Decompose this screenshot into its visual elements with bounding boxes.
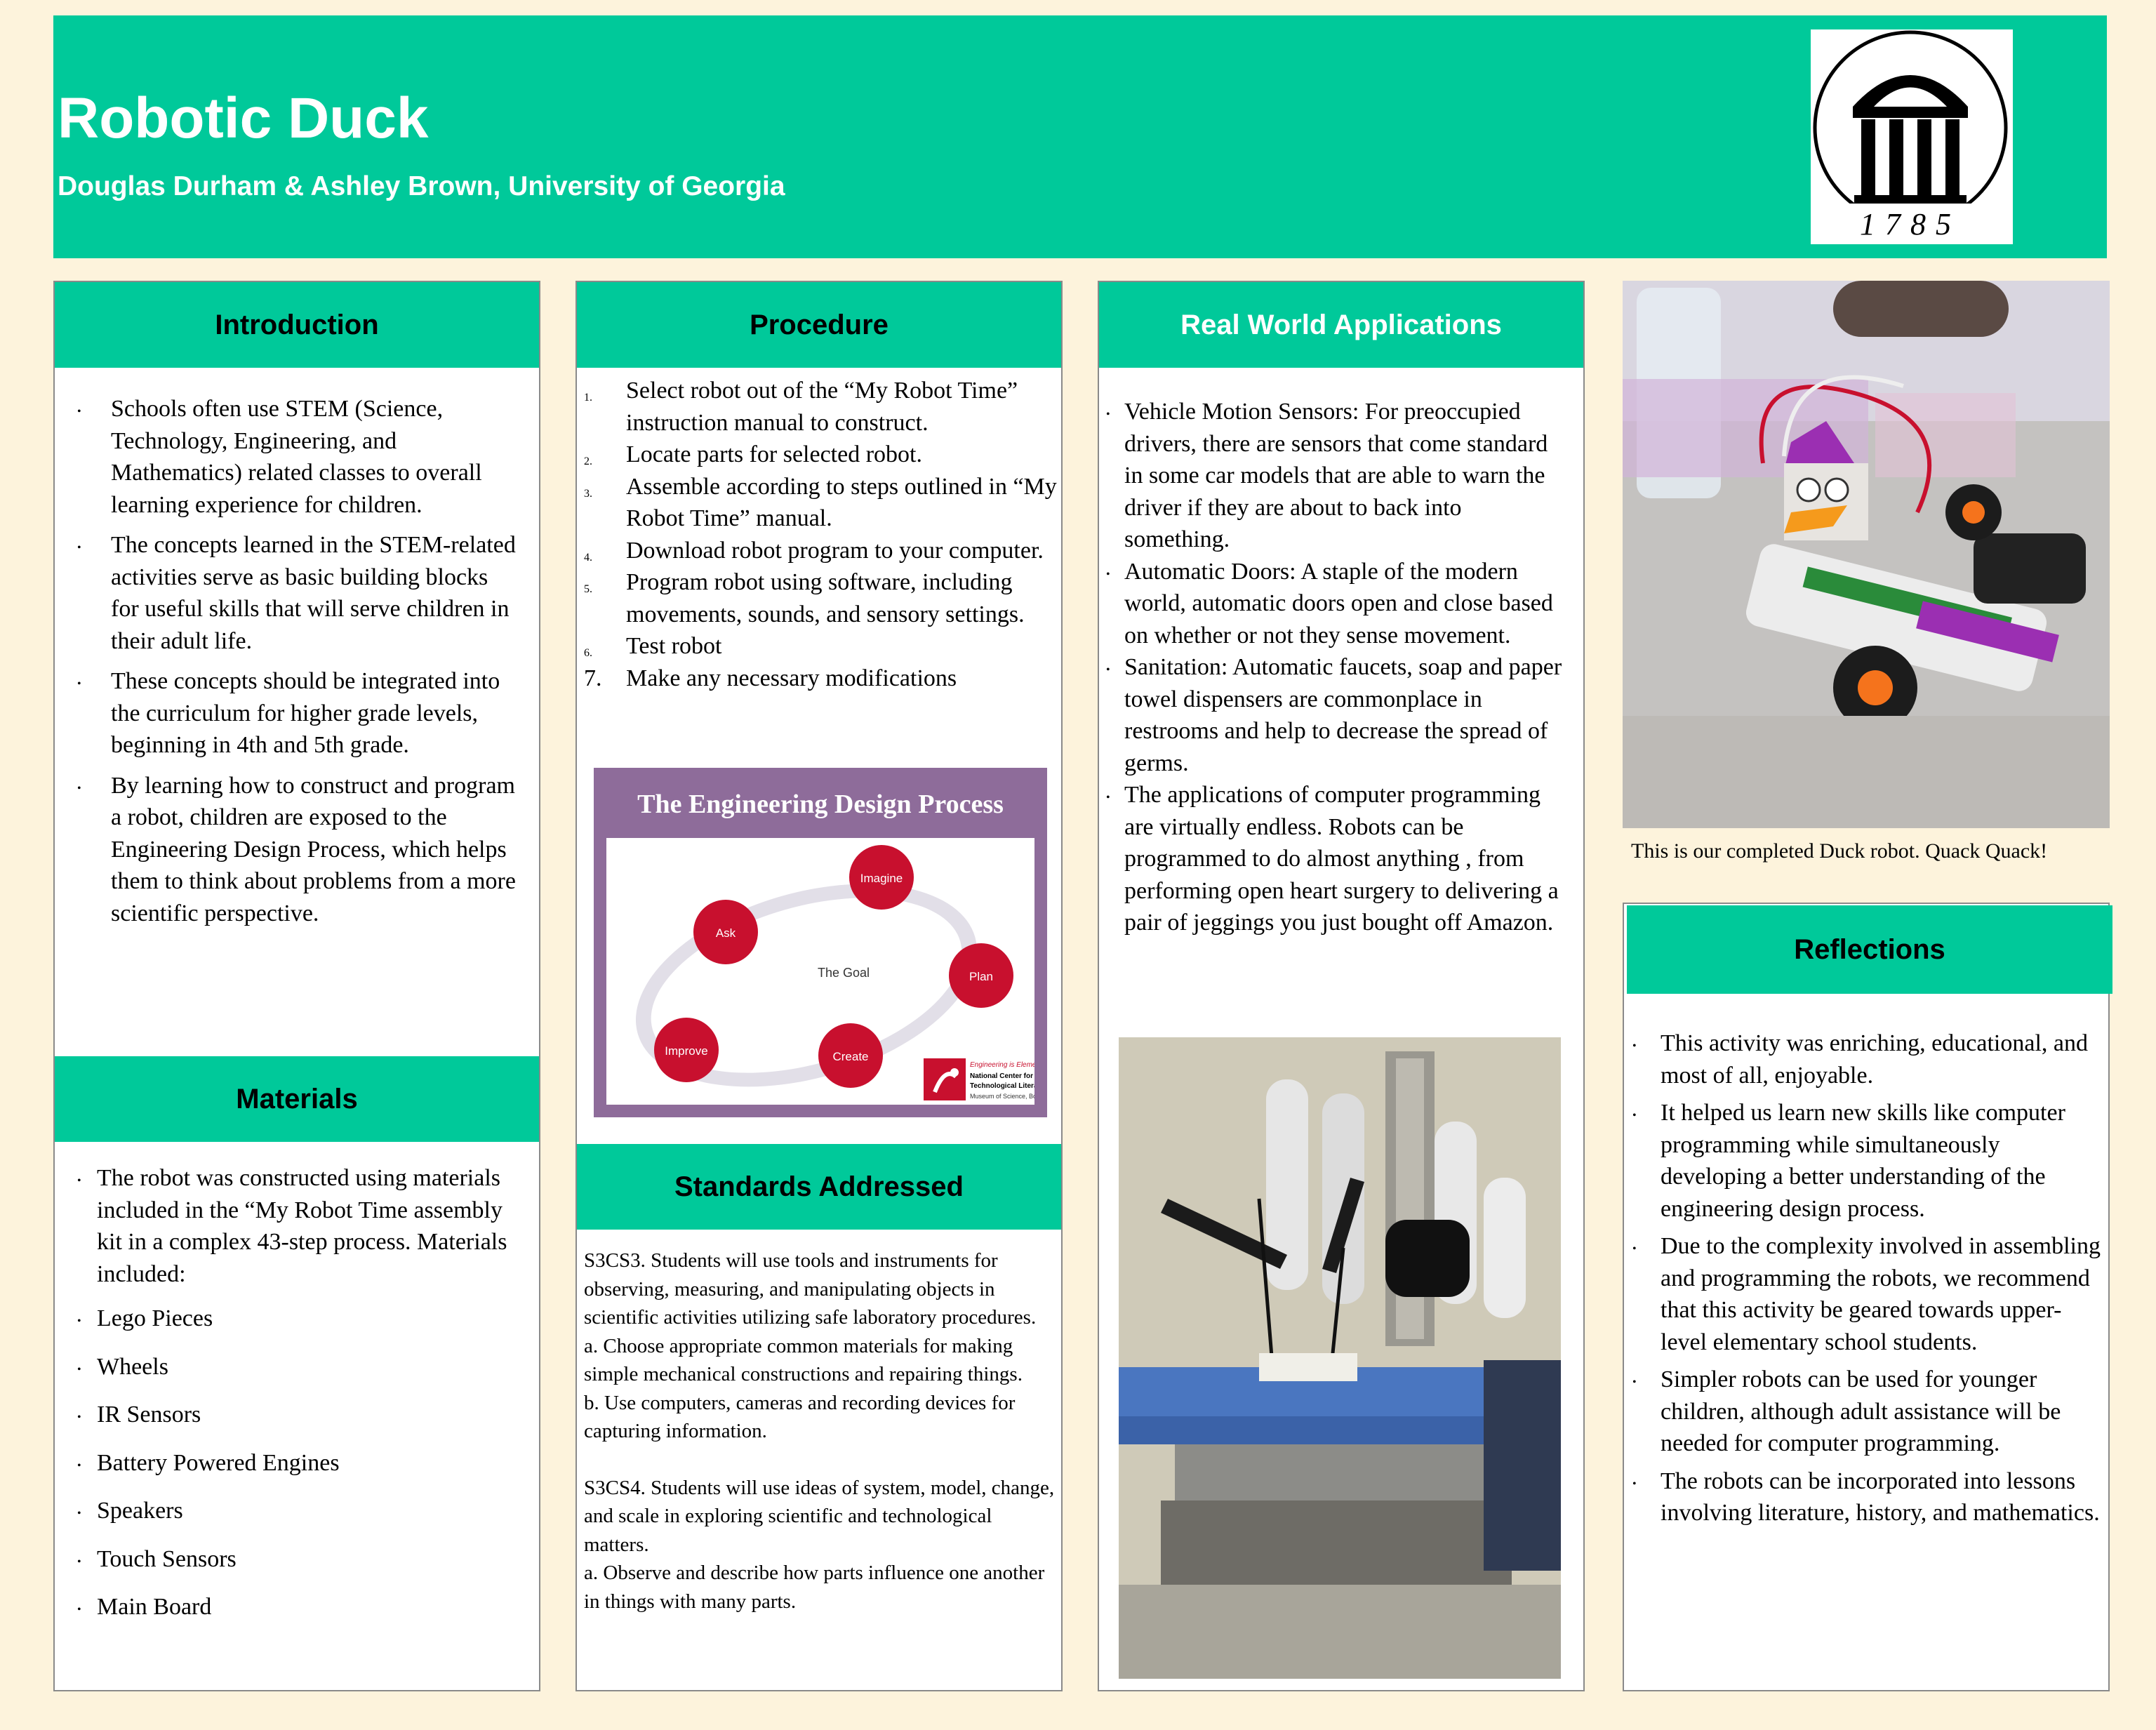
poster-authors: Douglas Durham & Ashley Brown, Universit… xyxy=(58,171,785,201)
reflections-heading: Reflections xyxy=(1627,905,2112,994)
stage-create: Create xyxy=(818,1023,883,1088)
procedure-step: 2.Locate parts for selected robot. xyxy=(584,441,922,467)
poster-title: Robotic Duck xyxy=(58,86,429,150)
procedure-step: 7.Make any necessary modifications xyxy=(584,665,957,691)
standard-s3cs4-a: a. Observe and describe how parts influe… xyxy=(584,1562,1045,1613)
stage-ask: Ask xyxy=(693,900,758,964)
list-item: IR Sensors xyxy=(77,1399,533,1433)
nctl-logo: Engineering is Elementary National Cente… xyxy=(924,1058,1053,1100)
design-process-title: The Engineering Design Process xyxy=(637,790,1004,819)
svg-text:Ask: Ask xyxy=(716,926,736,940)
svg-text:Engineering is Elementary: Engineering is Elementary xyxy=(970,1061,1034,1069)
list-item: The applications of computer programming… xyxy=(1106,779,1569,939)
procedure-step: 3.Assemble according to steps outlined i… xyxy=(584,473,1057,532)
svg-text:National Center for: National Center for xyxy=(970,1072,1033,1080)
standard-s3cs3-b: b. Use computers, cameras and recording … xyxy=(584,1391,1016,1443)
procedure-step: 6.Test robot xyxy=(584,633,722,659)
svg-text:Improve: Improve xyxy=(665,1044,707,1058)
list-item: By learning how to construct and program… xyxy=(77,770,519,930)
procedure-step: 5.Program robot using software, includin… xyxy=(584,569,1025,627)
materials-list: The robot was constructed using material… xyxy=(77,1162,533,1625)
introduction-list: Schools often use STEM (Science, Technol… xyxy=(77,393,519,929)
list-item: Battery Powered Engines xyxy=(77,1447,533,1481)
list-item: Touch Sensors xyxy=(77,1543,533,1577)
logo-year: 1785 xyxy=(1860,207,1961,241)
design-process-figure: The Engineering Design Process The Goal … xyxy=(594,768,1053,1117)
poster-header: Robotic Duck Douglas Durham & Ashley Bro… xyxy=(53,15,2107,258)
svg-text:Technological Literacy: Technological Literacy xyxy=(970,1082,1034,1090)
svg-text:Museum of Science, Boston: Museum of Science, Boston xyxy=(970,1093,1034,1100)
list-item: Vehicle Motion Sensors: For preoccupied … xyxy=(1106,396,1569,556)
list-item: Simpler robots can be used for younger c… xyxy=(1632,1364,2103,1460)
applications-heading: Real World Applications xyxy=(1099,282,1583,368)
list-item: It helped us learn new skills like compu… xyxy=(1632,1097,2103,1225)
stage-improve: Improve xyxy=(654,1018,719,1082)
duck-robot-photo xyxy=(1623,281,2110,828)
procedure-steps: 1.Select robot out of the “My Robot Time… xyxy=(584,375,1061,694)
list-item: The robots can be incorporated into less… xyxy=(1632,1465,2103,1529)
list-item: Speakers xyxy=(77,1495,533,1529)
list-item: Wheels xyxy=(77,1351,533,1385)
list-item: These concepts should be integrated into… xyxy=(77,665,519,761)
standard-s3cs3-a: a. Choose appropriate common materials f… xyxy=(584,1334,1023,1386)
list-item: Due to the complexity involved in assemb… xyxy=(1632,1230,2103,1358)
standard-s3cs3: S3CS3. Students will use tools and instr… xyxy=(584,1249,1037,1329)
materials-heading: Materials xyxy=(55,1056,539,1142)
svg-text:Plan: Plan xyxy=(969,970,993,983)
list-item: Sanitation: Automatic faucets, soap and … xyxy=(1106,651,1569,779)
goal-label: The Goal xyxy=(818,966,870,980)
list-item: Automatic Doors: A staple of the modern … xyxy=(1106,556,1569,652)
procedure-step: 4.Download robot program to your compute… xyxy=(584,537,1044,564)
list-item: Main Board xyxy=(77,1591,533,1625)
design-process-canvas: The Goal Imagine Plan Create Improve Ask xyxy=(606,838,1053,1105)
procedure-heading: Procedure xyxy=(577,282,1061,368)
duck-photo-caption: This is our completed Duck robot. Quack … xyxy=(1631,839,2048,863)
list-item: The concepts learned in the STEM-related… xyxy=(77,529,519,657)
surgical-robot-photo xyxy=(1119,1037,1561,1679)
standard-s3cs4: S3CS4. Students will use ideas of system… xyxy=(584,1476,1055,1556)
svg-text:Imagine: Imagine xyxy=(860,872,903,885)
reflections-list: This activity was enriching, educational… xyxy=(1632,1027,2103,1529)
svg-text:Create: Create xyxy=(832,1050,868,1063)
standards-heading: Standards Addressed xyxy=(577,1144,1061,1230)
standards-text: S3CS3. Students will use tools and instr… xyxy=(584,1246,1056,1616)
materials-intro: The robot was constructed using material… xyxy=(77,1162,533,1290)
stage-imagine: Imagine xyxy=(849,845,914,910)
applications-list: Vehicle Motion Sensors: For preoccupied … xyxy=(1106,396,1569,939)
university-logo: 1785 xyxy=(1811,29,2013,244)
procedure-step: 1.Select robot out of the “My Robot Time… xyxy=(584,378,1018,436)
list-item: Lego Pieces xyxy=(77,1303,533,1337)
introduction-heading: Introduction xyxy=(55,282,539,368)
stage-plan: Plan xyxy=(949,943,1013,1008)
list-item: Schools often use STEM (Science, Technol… xyxy=(77,393,519,521)
list-item: This activity was enriching, educational… xyxy=(1632,1027,2103,1091)
